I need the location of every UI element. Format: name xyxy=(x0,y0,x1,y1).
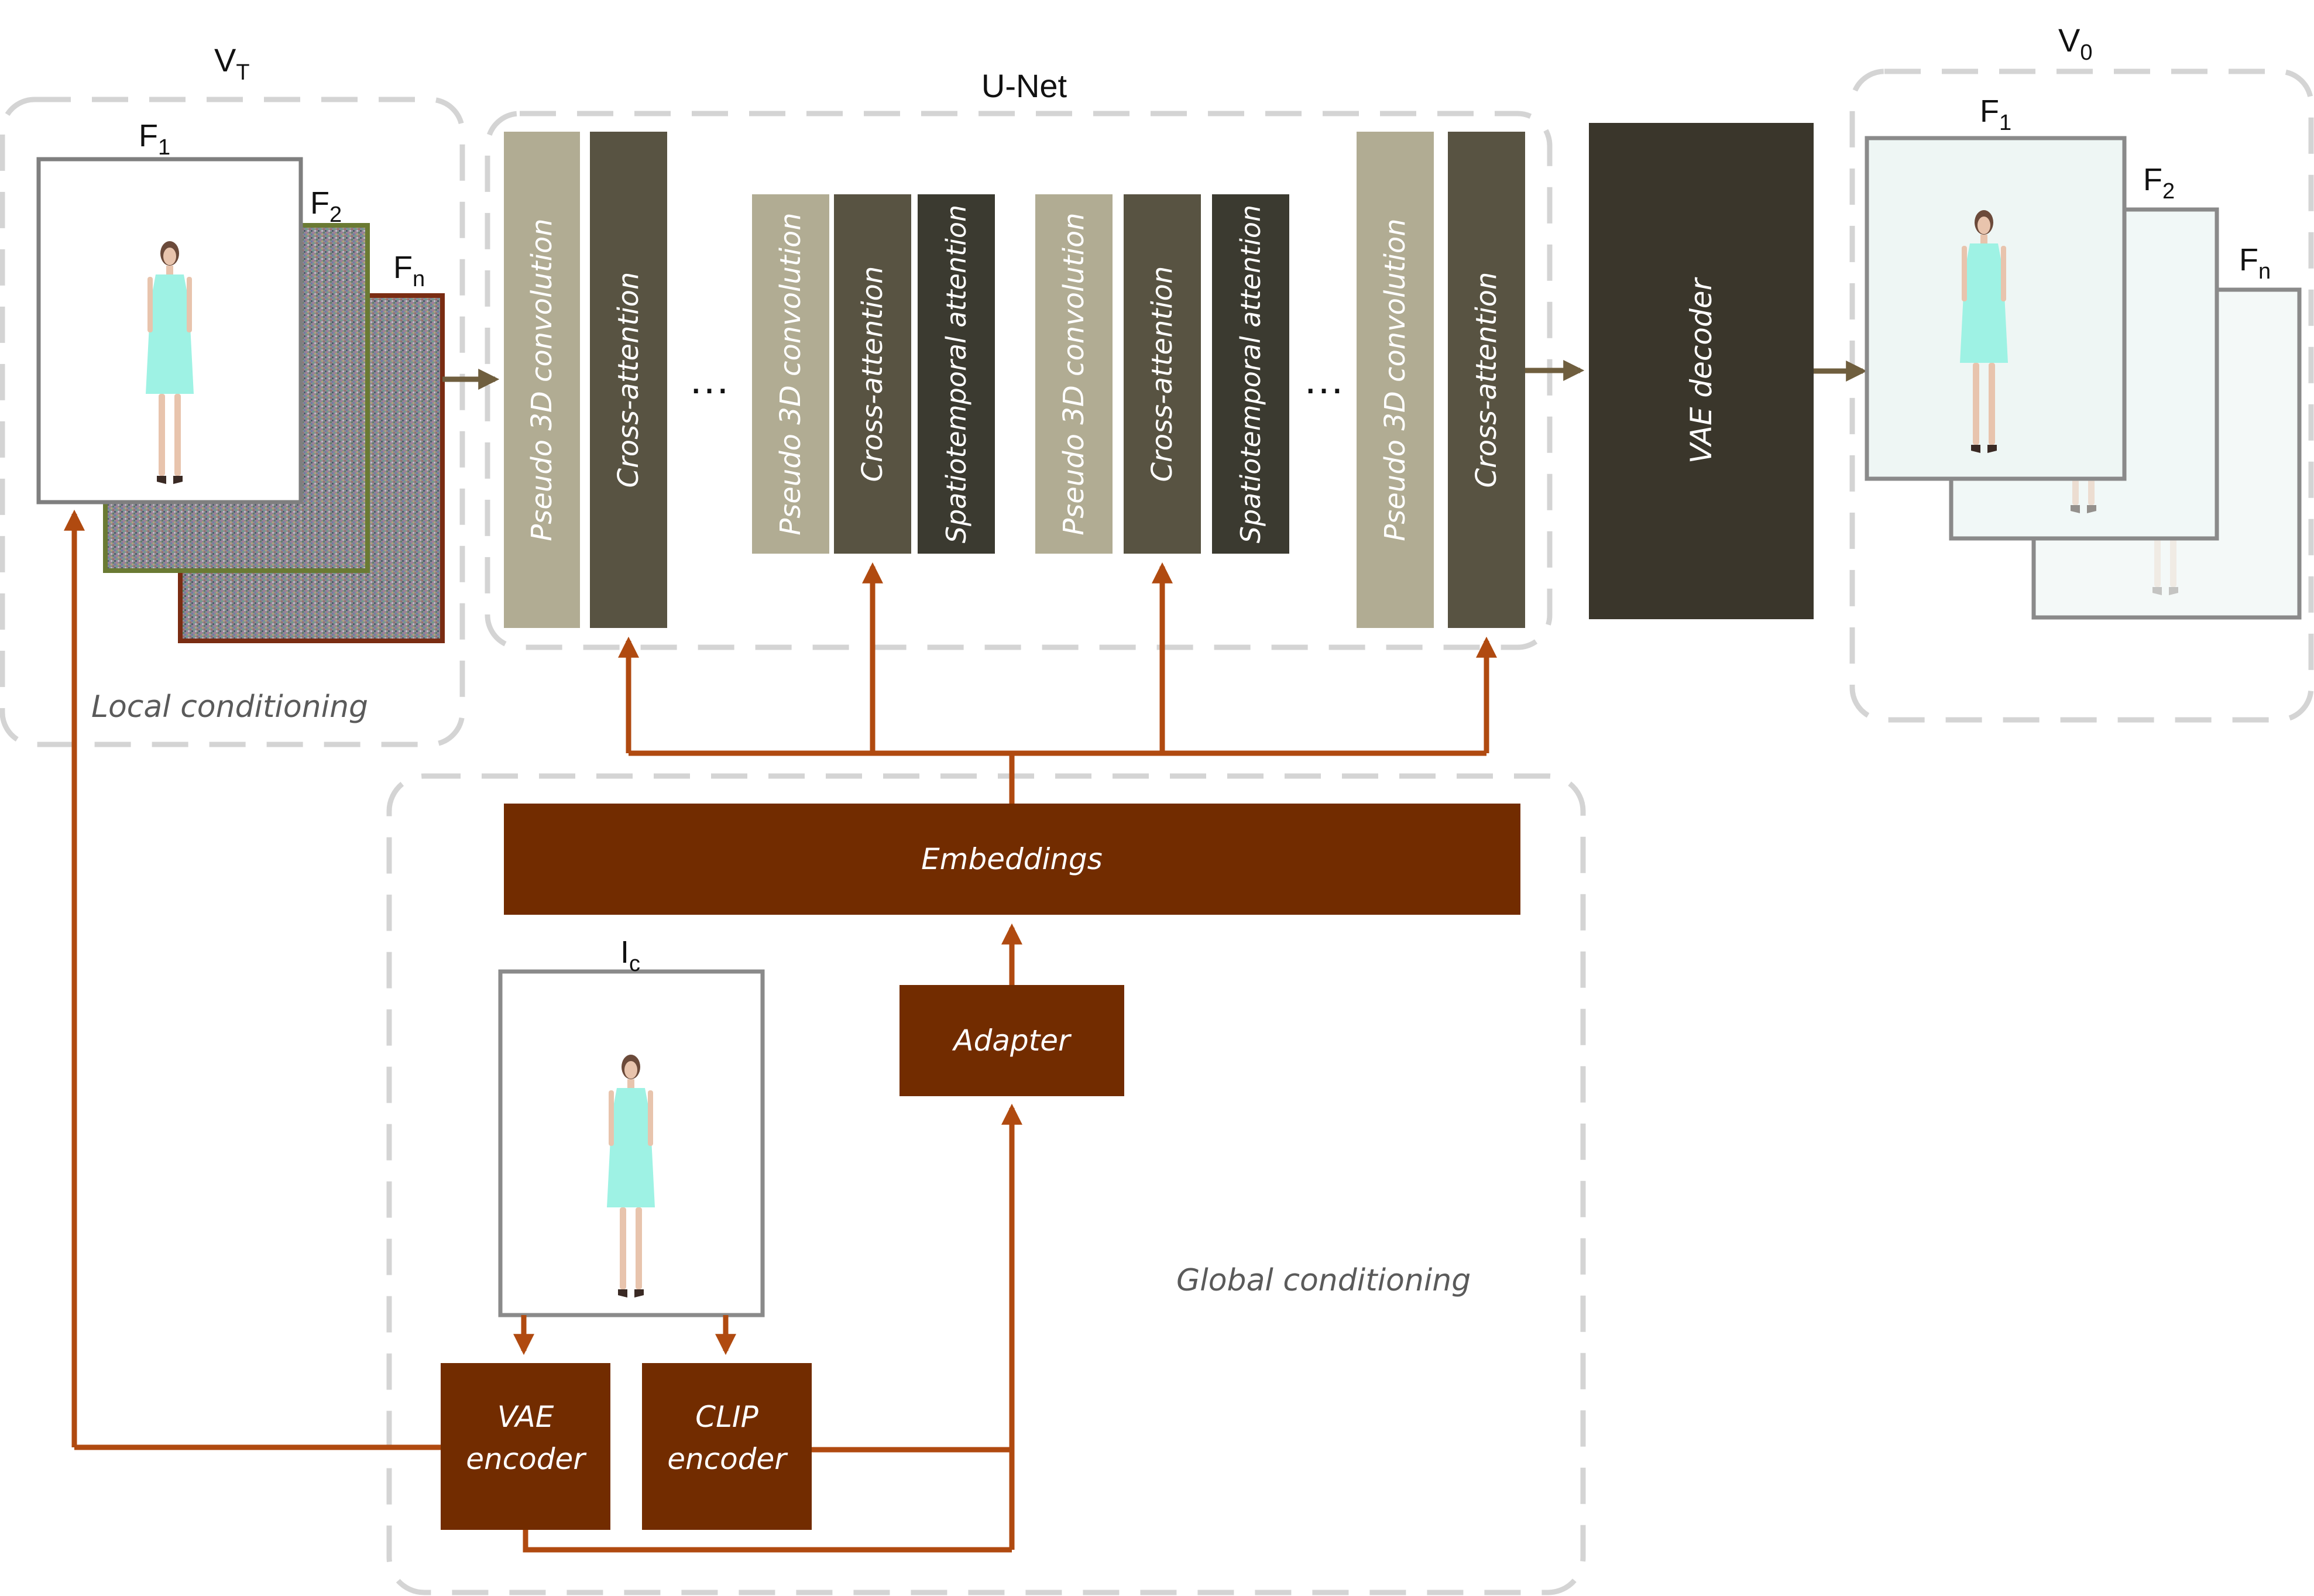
vae-decoder-block xyxy=(1589,123,1814,619)
pseudo3d-conv-label-4: Pseudo 3D convolution xyxy=(1379,218,1412,541)
cross-attention-label-2: Cross-attention xyxy=(856,266,889,482)
condition-image-label: Ic xyxy=(620,935,640,976)
spatiotemporal-attention-label-2: Spatiotemporal attention xyxy=(1235,205,1266,543)
local-conditioning-region xyxy=(0,97,465,747)
vae-encoder-label-line1: VAE xyxy=(497,1400,554,1434)
cross-attention-label-3: Cross-attention xyxy=(1146,266,1179,482)
output-f1-label: F1 xyxy=(1980,94,2011,135)
unet-region xyxy=(485,111,1553,650)
vae-encoder-to-local-connector xyxy=(64,509,441,1450)
output-region xyxy=(1849,68,2314,723)
global-conditioning-region xyxy=(386,773,1586,1595)
pseudo3d-conv-label-1: Pseudo 3D convolution xyxy=(526,218,558,541)
cross-attention-label-1: Cross-attention xyxy=(612,272,645,488)
frame-f1-label: F1 xyxy=(139,118,170,160)
adapter-block xyxy=(899,985,1124,1096)
embeddings-block xyxy=(504,804,1520,915)
local-conditioning-label: Local conditioning xyxy=(91,689,368,725)
pseudo3d-conv-label-2: Pseudo 3D convolution xyxy=(774,212,807,535)
spatiotemporal-attention-block-1 xyxy=(918,194,995,554)
global-conditioning-label: Global conditioning xyxy=(1176,1263,1471,1298)
embeddings-bus xyxy=(618,562,1497,804)
pseudo3d-conv-block-2 xyxy=(752,194,829,554)
pseudo3d-conv-label-3: Pseudo 3D convolution xyxy=(1058,212,1090,535)
pseudo3d-conv-block-3 xyxy=(1035,194,1113,554)
v0-title: V0 xyxy=(2058,22,2093,65)
spatiotemporal-attention-block-2 xyxy=(1212,194,1289,554)
unet-title: U-Net xyxy=(981,67,1067,104)
clip-encoder-label-line2: encoder xyxy=(667,1442,788,1476)
vae-decoder-label: VAE decoder xyxy=(1684,276,1718,464)
cross-attention-block-1 xyxy=(590,132,667,628)
vae-encoder-label-line2: encoder xyxy=(466,1442,587,1476)
output-fn-label: Fn xyxy=(2239,242,2271,284)
clip-encoder-block xyxy=(642,1363,812,1530)
spatiotemporal-attention-label-1: Spatiotemporal attention xyxy=(940,205,972,543)
ellipsis-1: … xyxy=(688,356,730,403)
vae-encoder-block xyxy=(441,1363,610,1530)
cross-attention-block-4 xyxy=(1448,132,1525,628)
frame-f2-label: F2 xyxy=(310,186,342,227)
vt-title: VT xyxy=(214,42,250,85)
output-f2-label: F2 xyxy=(2143,162,2175,204)
pseudo3d-conv-block-4 xyxy=(1357,132,1434,628)
cross-attention-label-4: Cross-attention xyxy=(1470,272,1503,488)
cross-attention-block-2 xyxy=(834,194,911,554)
pseudo3d-conv-block-1 xyxy=(504,132,580,628)
encoders-to-adapter-connectors xyxy=(523,1103,1022,1553)
adapter-label: Adapter xyxy=(952,1024,1072,1058)
cross-attention-block-3 xyxy=(1124,194,1201,554)
embeddings-label: Embeddings xyxy=(921,842,1103,876)
ellipsis-2: … xyxy=(1303,356,1345,403)
clip-encoder-label-line1: CLIP xyxy=(695,1400,759,1434)
frame-fn-label: Fn xyxy=(393,250,425,291)
